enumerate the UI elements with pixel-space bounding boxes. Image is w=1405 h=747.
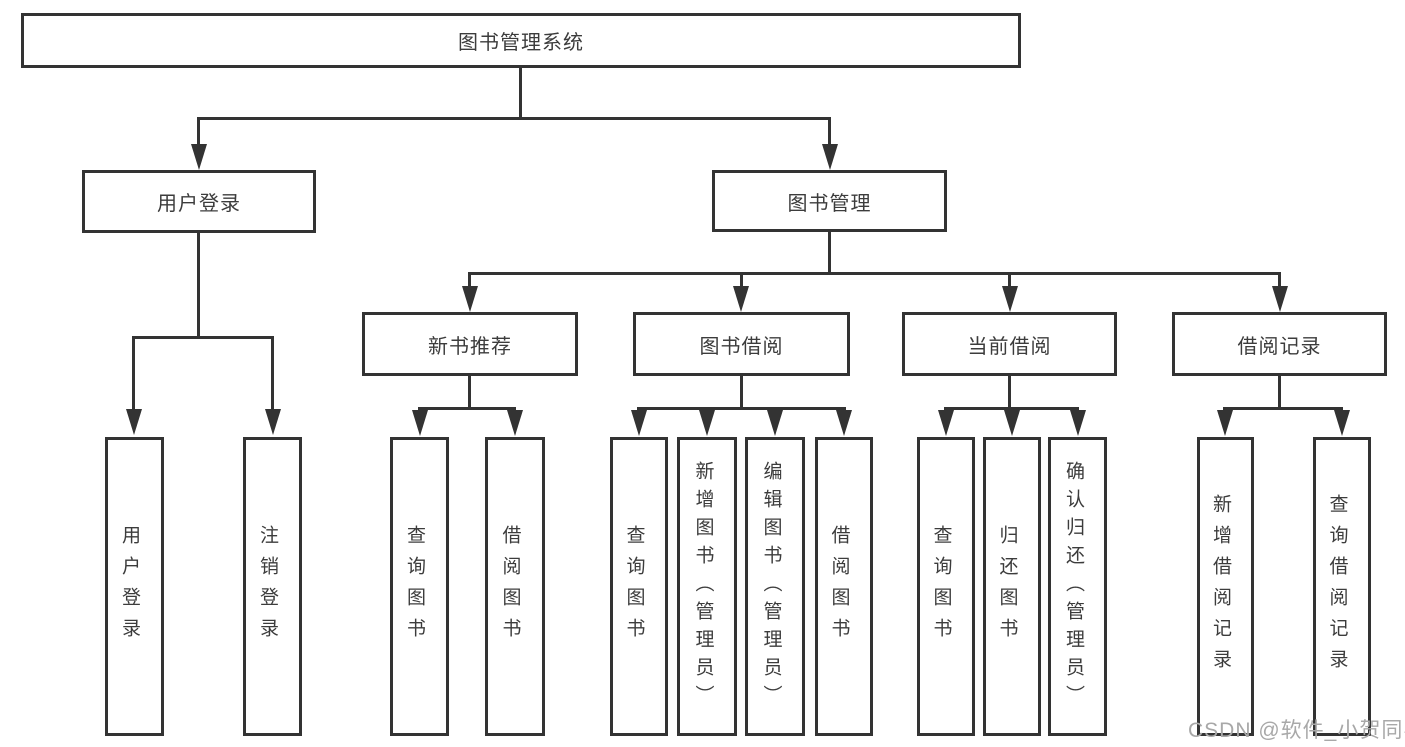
leaf-add-books-admin-label: 新增图书（管理员）: [692, 460, 714, 713]
node-current-borrowing: 当前借阅: [902, 312, 1117, 376]
connector-new-rec-hline: [418, 407, 516, 410]
arrow-down-icon: [126, 409, 142, 435]
connector-borrow-records-hline: [1223, 407, 1343, 410]
arrow-down-icon: [836, 410, 852, 436]
node-user-login: 用户登录: [82, 170, 316, 233]
connector-borrow-records-stem: [1278, 376, 1281, 407]
connector-user-login-hline: [132, 336, 274, 339]
leaf-confirm-return-admin-label: 确认归还（管理员）: [1063, 460, 1084, 713]
leaf-borrow-books-1: 借阅图书: [485, 437, 545, 736]
leaf-query-books-3-label: 查询图书: [930, 524, 952, 649]
arrow-down-icon: [631, 410, 647, 436]
leaf-return-books: 归还图书: [983, 437, 1041, 736]
leaf-return-books-label: 归还图书: [996, 524, 1018, 649]
arrow-down-icon: [1334, 410, 1350, 436]
arrow-down-icon: [1272, 286, 1288, 312]
arrow-down-icon: [822, 144, 838, 170]
leaf-edit-books-admin: 编辑图书（管理员）: [745, 437, 805, 736]
leaf-query-books-3: 查询图书: [917, 437, 975, 736]
leaf-user-login-label: 用户登录: [119, 524, 140, 649]
node-new-book-recommend: 新书推荐: [362, 312, 578, 376]
connector-drop-borrow-records: [1278, 272, 1281, 288]
arrow-down-icon: [507, 410, 523, 436]
arrow-down-icon: [462, 286, 478, 312]
connector-drop-user-login: [197, 117, 200, 147]
arrow-down-icon: [1002, 286, 1018, 312]
connector-current-borrow-stem: [1008, 376, 1011, 407]
connector-drop-login: [132, 336, 135, 411]
leaf-logout-label: 注销登录: [257, 524, 278, 649]
node-borrowing-records: 借阅记录: [1172, 312, 1387, 376]
node-new-book-recommend-label: 新书推荐: [428, 335, 512, 358]
connector-root-stem: [519, 68, 522, 118]
connector-drop-logout: [271, 336, 274, 411]
node-root: 图书管理系统: [21, 13, 1021, 68]
arrow-down-icon: [412, 410, 428, 436]
leaf-user-login: 用户登录: [105, 437, 164, 736]
node-book-management-label: 图书管理: [787, 192, 872, 215]
arrow-down-icon: [1070, 410, 1086, 436]
node-book-borrowing-label: 图书借阅: [699, 335, 784, 358]
leaf-query-books-2: 查询图书: [610, 437, 668, 736]
leaf-borrow-books-1-label: 借阅图书: [499, 524, 521, 649]
arrow-down-icon: [699, 410, 715, 436]
leaf-add-borrow-record: 新增借阅记录: [1197, 437, 1254, 736]
connector-user-login-stem: [197, 233, 200, 336]
leaf-query-books-2-label: 查询图书: [623, 524, 645, 649]
leaf-add-borrow-record-label: 新增借阅记录: [1210, 493, 1231, 680]
leaf-edit-books-admin-label: 编辑图书（管理员）: [760, 460, 782, 713]
connector-drop-current-borrow: [1008, 272, 1011, 288]
connector-root-hline: [197, 117, 831, 120]
watermark: CSDN @软件_小贺同学: [1188, 719, 1405, 742]
connector-book-borrow-hline: [637, 407, 846, 410]
connector-drop-book-mgmt: [828, 117, 831, 147]
arrow-down-icon: [265, 409, 281, 435]
node-book-borrowing: 图书借阅: [633, 312, 850, 376]
arrow-down-icon: [767, 410, 783, 436]
node-borrowing-records-label: 借阅记录: [1237, 335, 1322, 358]
connector-drop-book-borrow: [740, 272, 743, 288]
node-book-management: 图书管理: [712, 170, 947, 232]
arrow-down-icon: [938, 410, 954, 436]
connector-book-borrow-stem: [740, 376, 743, 407]
arrow-down-icon: [1217, 410, 1233, 436]
arrow-down-icon: [191, 144, 207, 170]
connector-new-rec-stem: [468, 376, 471, 407]
node-current-borrowing-label: 当前借阅: [967, 335, 1052, 358]
connector-drop-new-rec: [468, 272, 471, 288]
leaf-borrow-books-2: 借阅图书: [815, 437, 873, 736]
leaf-query-books-1-label: 查询图书: [404, 524, 425, 649]
leaf-borrow-books-2-label: 借阅图书: [828, 524, 850, 649]
leaf-query-books-1: 查询图书: [390, 437, 449, 736]
leaf-confirm-return-admin: 确认归还（管理员）: [1048, 437, 1107, 736]
arrow-down-icon: [1004, 410, 1020, 436]
node-root-label: 图书管理系统: [458, 32, 584, 54]
leaf-query-borrow-record-label: 查询借阅记录: [1326, 493, 1348, 680]
leaf-add-books-admin: 新增图书（管理员）: [677, 437, 737, 736]
leaf-query-borrow-record: 查询借阅记录: [1313, 437, 1371, 736]
leaf-logout: 注销登录: [243, 437, 302, 736]
node-user-login-label: 用户登录: [157, 193, 241, 215]
connector-book-mgmt-stem: [828, 232, 831, 272]
connector-book-mgmt-hline: [468, 272, 1281, 275]
arrow-down-icon: [733, 286, 749, 312]
